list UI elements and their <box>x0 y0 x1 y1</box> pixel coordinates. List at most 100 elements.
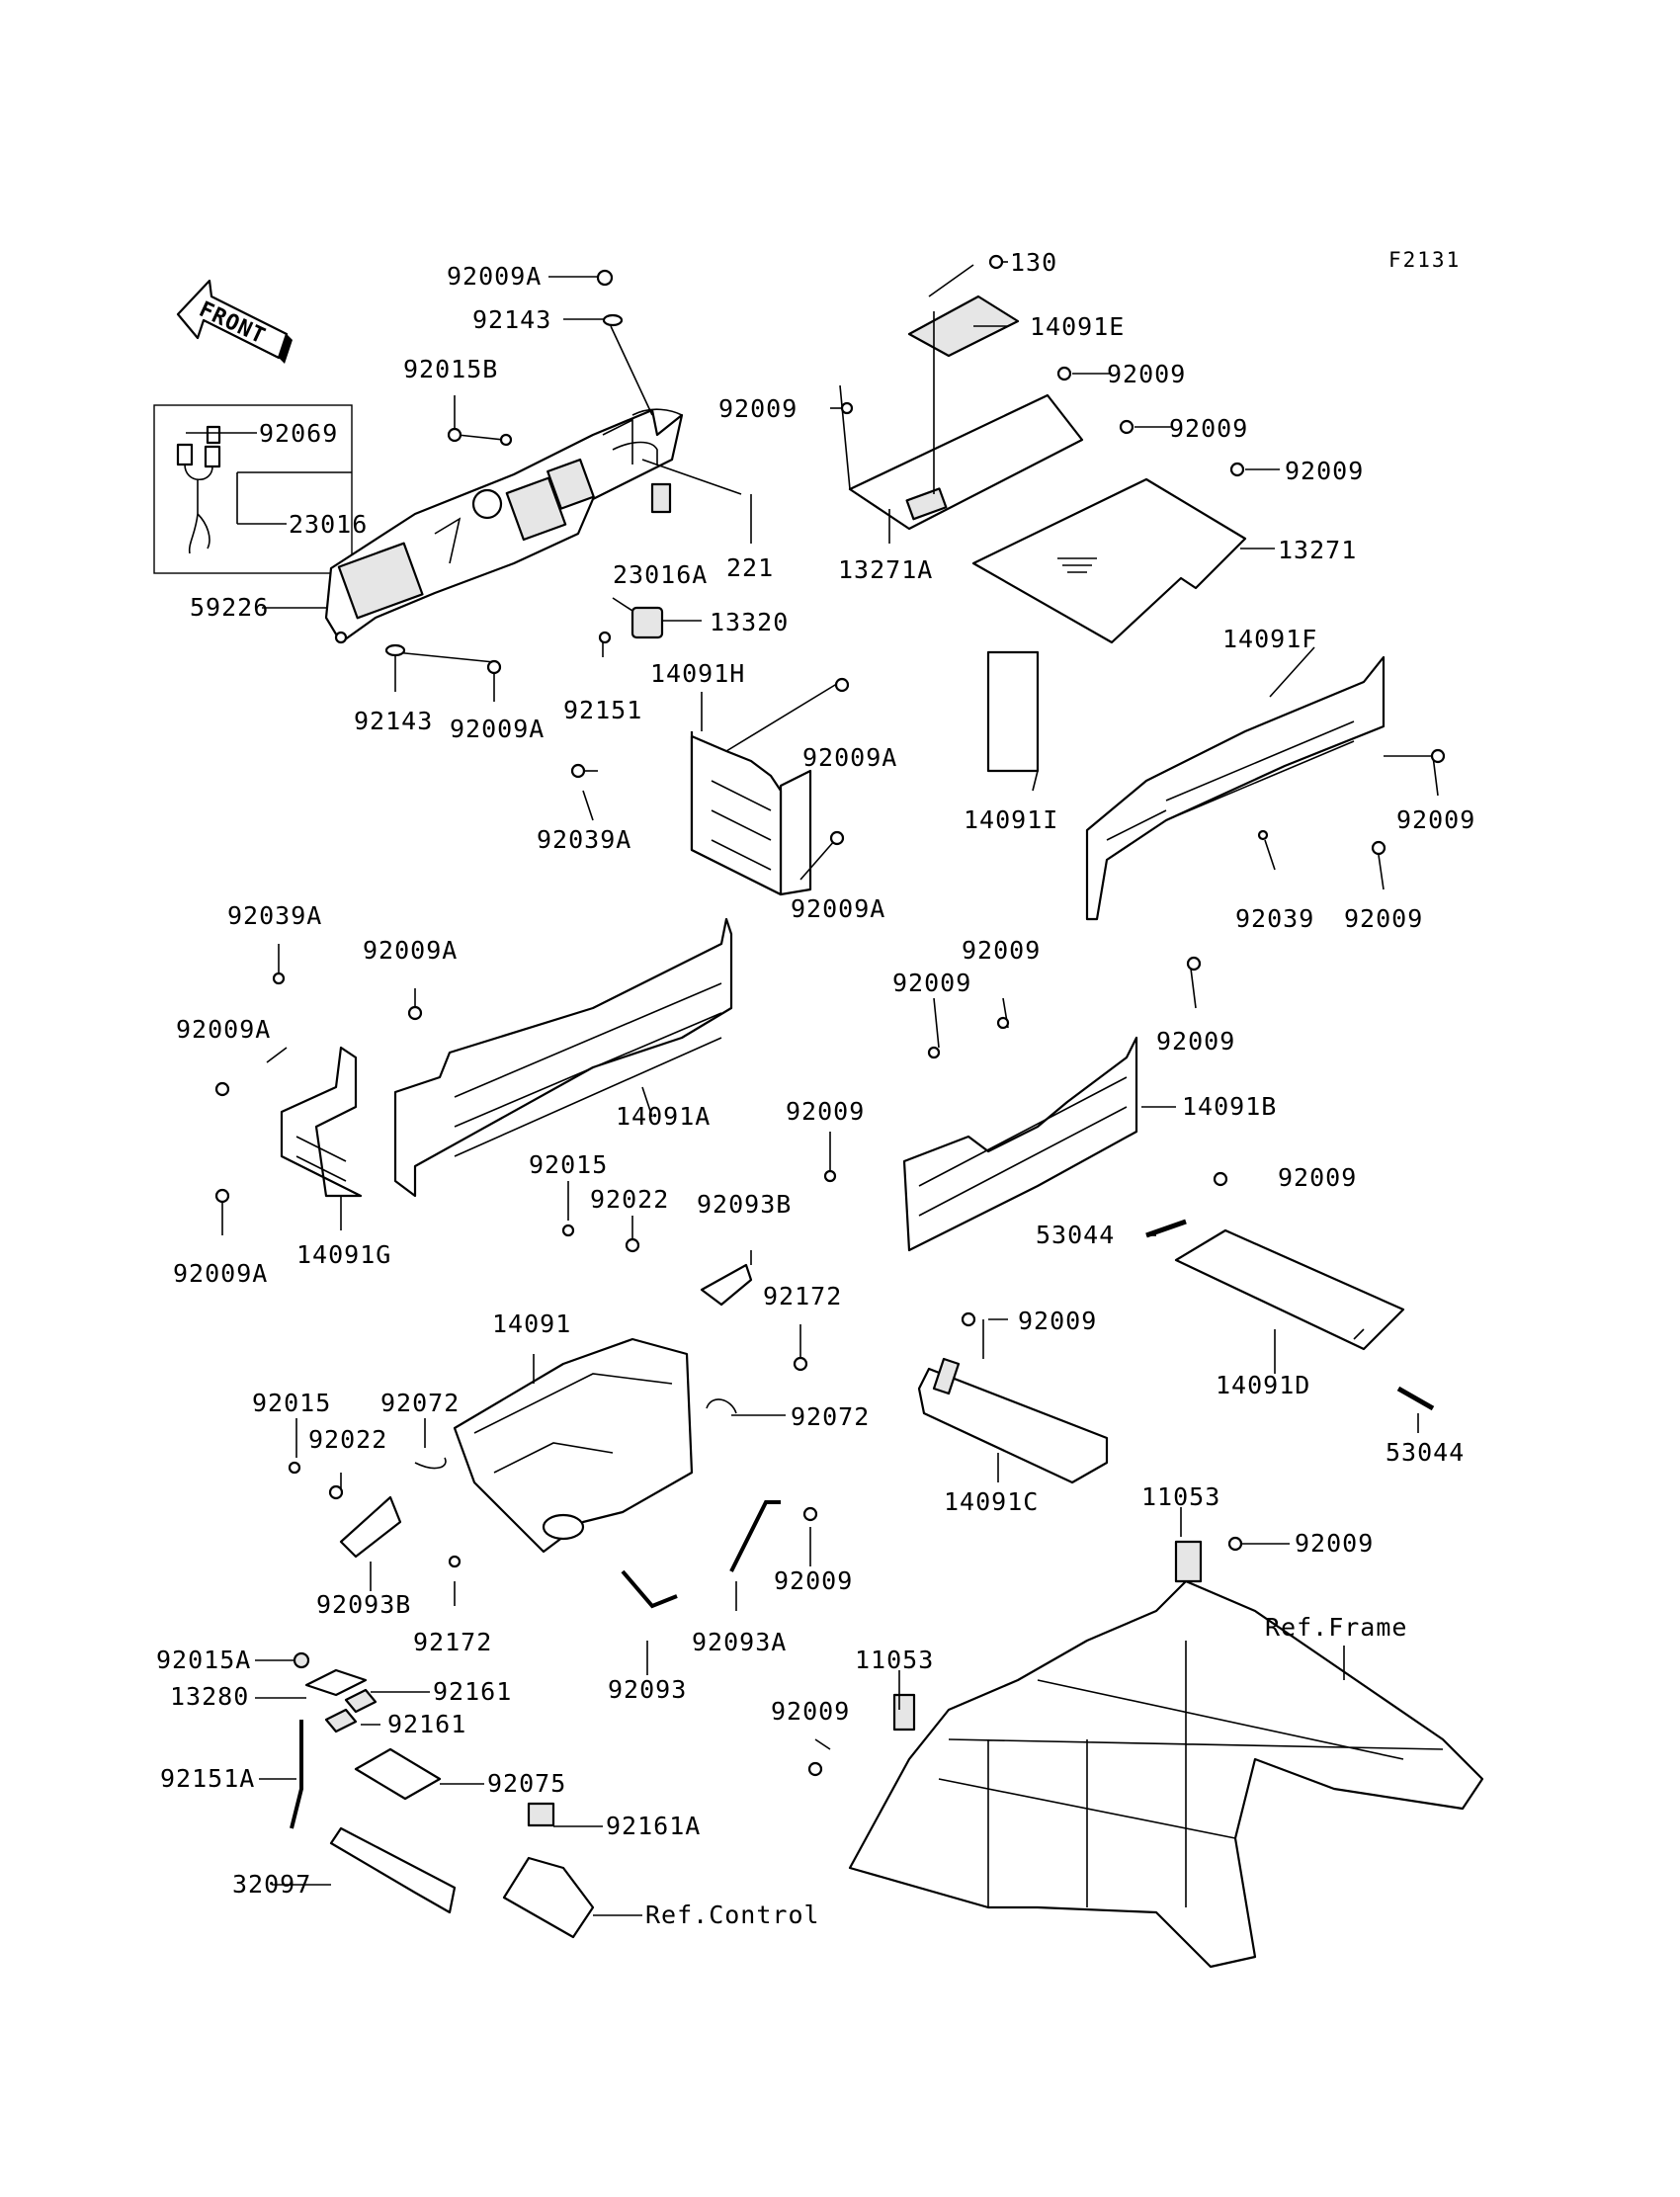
label-92009a-h2: 92009A <box>791 894 885 923</box>
part-23016a-icon <box>650 482 672 514</box>
label-92009a-g1: 92009A <box>176 1015 271 1044</box>
label-11053-a: 11053 <box>1141 1482 1220 1511</box>
label-32097: 32097 <box>232 1870 311 1899</box>
label-92022-l: 92022 <box>308 1425 387 1454</box>
label-14091g: 14091G <box>296 1240 391 1269</box>
label-92151: 92151 <box>563 696 642 724</box>
label-92022-c: 92022 <box>590 1185 669 1214</box>
label-221: 221 <box>726 553 774 582</box>
panel-14091c <box>917 1357 1109 1484</box>
label-13271a: 13271A <box>838 555 933 584</box>
label-92009-r2: 92009 <box>718 394 798 423</box>
label-92015-l: 92015 <box>252 1389 331 1417</box>
label-92093: 92093 <box>608 1675 687 1704</box>
panel-14091g <box>280 1046 363 1198</box>
label-130: 130 <box>1010 248 1057 277</box>
label-14091i: 14091I <box>964 805 1058 834</box>
plate-14091d <box>1174 1228 1405 1351</box>
label-92039-f: 92039 <box>1235 904 1314 933</box>
label-92093b-c: 92093B <box>697 1190 792 1219</box>
rod-53044-a <box>1145 1219 1187 1238</box>
label-92009-m: 92009 <box>774 1566 853 1595</box>
part-labels: 92009A 92143 92015B 92069 23016 59226 23… <box>156 248 1475 1929</box>
rod-53044-b <box>1396 1386 1435 1411</box>
panel-14091h <box>690 731 812 896</box>
label-92009a-g2: 92009A <box>173 1259 268 1288</box>
label-13271: 13271 <box>1278 536 1357 564</box>
label-92161a: 92161A <box>606 1812 701 1840</box>
rod-92151a <box>290 1720 303 1829</box>
label-ref-frame: Ref.Frame <box>1265 1613 1407 1642</box>
label-59226: 59226 <box>190 593 269 622</box>
label-92143-top: 92143 <box>472 305 551 334</box>
label-14091e: 14091E <box>1030 312 1125 341</box>
panel-14091b <box>902 1036 1138 1252</box>
label-92009a-bot: 92009A <box>450 715 545 743</box>
panel-14091f <box>1085 655 1386 921</box>
front-arrow-icon: FRONT <box>176 279 293 364</box>
label-92009-f3: 92009 <box>1156 1027 1235 1056</box>
label-92093b-l: 92093B <box>316 1590 411 1619</box>
pad-92075 <box>354 1747 442 1801</box>
label-92039a-g: 92039A <box>227 901 322 930</box>
label-92009-r1: 92009 <box>1107 360 1186 388</box>
label-14091f: 14091F <box>1222 625 1317 653</box>
label-92069: 92069 <box>259 419 338 448</box>
pad-92161-a <box>344 1688 378 1714</box>
panel-14091a <box>393 917 733 1198</box>
label-23016: 23016 <box>289 510 368 539</box>
label-92172-l: 92172 <box>413 1628 492 1656</box>
label-92015a: 92015A <box>156 1646 251 1674</box>
label-13280: 13280 <box>170 1682 249 1711</box>
label-14091a: 14091A <box>616 1102 711 1131</box>
panel-14091i <box>986 650 1040 773</box>
label-53044-a: 53044 <box>1036 1221 1115 1249</box>
block-92161a <box>527 1802 555 1827</box>
bracket-92093b-upper <box>700 1263 753 1307</box>
label-53044-b: 53044 <box>1386 1438 1465 1467</box>
label-92093a: 92093A <box>692 1628 787 1656</box>
label-13320: 13320 <box>710 608 789 636</box>
label-92009a-top: 92009A <box>447 262 542 291</box>
label-92143-bot: 92143 <box>354 707 433 735</box>
leader-lines <box>186 261 1439 1916</box>
relay-13320-icon <box>612 597 664 639</box>
tray-14091 <box>453 1337 694 1554</box>
floor-panel-13271a <box>848 393 1084 531</box>
clip-92072-right-icon <box>706 1398 737 1414</box>
clip-92072-left-icon <box>414 1457 447 1470</box>
label-92009-f1: 92009 <box>1396 805 1475 834</box>
label-92009-fr2: 92009 <box>771 1697 850 1726</box>
label-92009-d: 92009 <box>1278 1163 1357 1192</box>
battery-tray-32097 <box>329 1826 457 1914</box>
label-ref-control: Ref.Control <box>645 1901 820 1929</box>
dash-panel-59226 <box>324 408 684 644</box>
label-92161-a: 92161 <box>433 1677 512 1706</box>
label-14091b: 14091B <box>1182 1092 1277 1121</box>
cover-14091e <box>907 295 1020 358</box>
label-92072-r: 92072 <box>791 1402 870 1431</box>
label-92015-c: 92015 <box>529 1150 608 1179</box>
fastener-icons <box>214 254 1446 1777</box>
floor-panel-13271 <box>971 477 1247 644</box>
label-92161-b: 92161 <box>387 1710 466 1738</box>
frame-ref <box>848 1540 1484 1969</box>
rod-92093a <box>729 1500 781 1572</box>
label-23016a: 23016A <box>613 560 708 589</box>
label-92039a-h: 92039A <box>537 825 631 854</box>
label-92151a: 92151A <box>160 1764 255 1793</box>
pad-92161-b <box>324 1708 358 1733</box>
label-14091: 14091 <box>492 1310 571 1338</box>
label-92172-c: 92172 <box>763 1282 842 1310</box>
label-14091h: 14091H <box>650 659 745 688</box>
label-14091c: 14091C <box>944 1487 1039 1516</box>
rod-92093 <box>621 1569 678 1609</box>
label-92009-f2: 92009 <box>1344 904 1423 933</box>
label-92009-r4: 92009 <box>1285 457 1364 485</box>
label-92009-fr1: 92009 <box>1295 1529 1374 1558</box>
label-92009-b1: 92009 <box>962 936 1041 965</box>
label-92009a-h1: 92009A <box>802 743 897 772</box>
label-14091d: 14091D <box>1216 1371 1310 1399</box>
label-92009-r3: 92009 <box>1169 414 1248 443</box>
